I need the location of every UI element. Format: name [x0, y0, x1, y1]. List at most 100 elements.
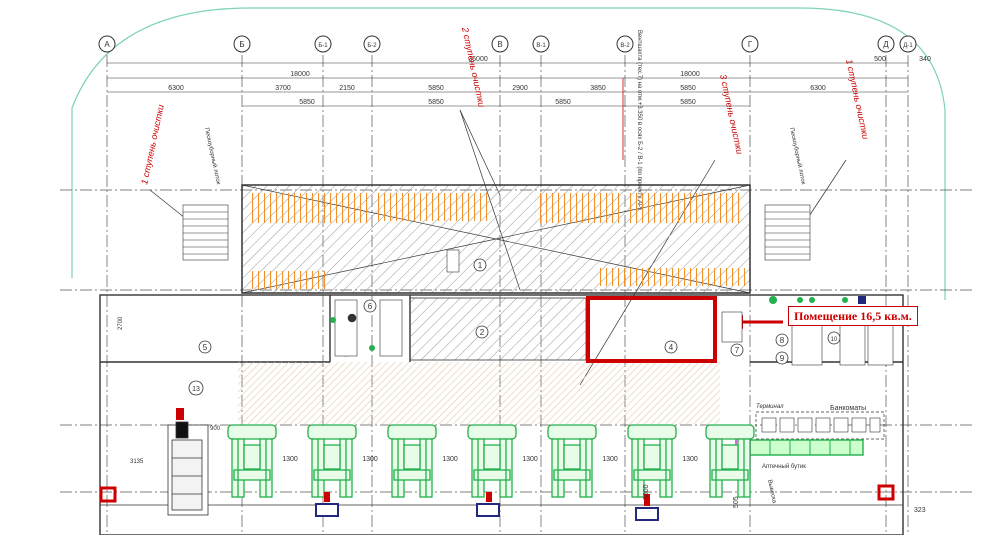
column-markers — [99, 484, 895, 503]
treatment-tank: 1 — [241, 184, 751, 294]
dim-half-left: 18000 — [290, 71, 310, 78]
room-2-marker: 2 — [475, 325, 489, 339]
stairs-left — [182, 204, 229, 261]
axis-label: В-2 — [620, 43, 630, 49]
dim-label: 6300 — [810, 85, 826, 92]
dim-half-right: 18000 — [680, 71, 700, 78]
axis-marker-b1: Б-1 — [314, 35, 332, 53]
dim-label: 5850 — [299, 99, 315, 106]
restroom-fixtures — [330, 299, 403, 357]
room-label: 4 — [669, 343, 674, 352]
label-vyveska: Вывеска — [766, 479, 777, 504]
axis-label: Г — [748, 40, 753, 49]
floor-drains — [315, 503, 659, 521]
dim-label: 340 — [919, 56, 931, 63]
annotation-sand-right: Пескоуборный лоток — [788, 127, 807, 185]
room-label: 13 — [192, 386, 200, 393]
dim-label: 2150 — [339, 85, 355, 92]
dim-label: 6300 — [168, 85, 184, 92]
axis-marker-a: А — [98, 35, 116, 53]
dimension-lines — [107, 62, 908, 107]
dim-right-bottom: 323 — [914, 507, 926, 514]
wash-bay — [227, 424, 277, 498]
room-5-marker: 5 — [198, 340, 212, 354]
drain-markers — [324, 492, 650, 506]
dim-label: 3700 — [275, 85, 291, 92]
beige-floor-area — [238, 362, 720, 424]
wash-bay — [387, 424, 437, 498]
wash-bay — [627, 424, 677, 498]
axis-label: Б-1 — [318, 43, 328, 49]
bay-dim: 1300 — [682, 456, 698, 463]
axis-label: В-1 — [536, 43, 546, 49]
site-outline — [71, 7, 946, 300]
axis-label: Б-2 — [367, 43, 377, 49]
label-terminal: Терминал — [756, 404, 784, 410]
axis-label: Д-1 — [903, 43, 913, 49]
axis-marker-d1: Д-1 — [899, 35, 917, 53]
room-label: 8 — [780, 336, 785, 345]
room-6-marker: 6 — [363, 299, 377, 313]
dim-label: 2900 — [512, 85, 528, 92]
room-label: 9 — [780, 354, 785, 363]
pharmacy-kiosk: Аптечный бутик Вывеска — [735, 437, 864, 504]
axis-markers: А Б Б-1 Б-2 В В-1 В-2 Г Д Д-1 — [98, 35, 917, 53]
axis-label: Б — [239, 40, 244, 49]
axis-marker-v2: В-2 — [616, 35, 634, 53]
annotation-sand-left: Пескоуборный лоток — [203, 127, 222, 185]
room-label: 6 — [368, 302, 373, 311]
annotation-cleaning-2: 2 ступень очистки — [460, 25, 487, 108]
dim-label: 3850 — [590, 85, 606, 92]
wash-bay — [547, 424, 597, 498]
wash-bay — [307, 424, 357, 498]
dim-label: 500 — [874, 56, 886, 63]
bay-dim: 1300 — [602, 456, 618, 463]
dim-label: 5850 — [680, 85, 696, 92]
label-apt-butik: Аптечный бутик — [762, 463, 806, 470]
dim-bottom-b: 505 — [733, 496, 740, 508]
axis-label: В — [497, 40, 502, 49]
room-7-marker: 7 — [730, 343, 744, 357]
room-label: 1 — [478, 261, 483, 270]
stairs-right — [764, 204, 811, 261]
room-2-floor — [409, 297, 587, 361]
room-8-marker: 8 — [775, 333, 789, 347]
bay-dim: 1300 — [362, 456, 378, 463]
room-label: 7 — [735, 346, 740, 355]
dim-label: 5850 — [428, 85, 444, 92]
axis-label: А — [104, 40, 110, 49]
axis-marker-b2: Б-2 — [363, 35, 381, 53]
axis-label: Д — [883, 40, 889, 49]
annotation-vent-note: Вентшахта (тех.7) на отм.+3.350 в осях Б… — [636, 30, 642, 210]
annotation-cleaning-1-right: 1 ступень очистки — [844, 58, 871, 140]
label-bankomaty: Банкоматы — [830, 405, 866, 412]
equipment-rack — [167, 408, 209, 516]
room-label: 10 — [831, 337, 838, 343]
dim-label: 5850 — [555, 99, 571, 106]
dim-left-height: 2700 — [118, 316, 124, 330]
axis-marker-d: Д — [877, 35, 895, 53]
room-callout: Помещение 16,5 кв.м. — [788, 306, 918, 326]
dim-left-small: 900 — [210, 426, 221, 432]
bay-dim: 1300 — [282, 456, 298, 463]
room-9-marker: 9 — [775, 351, 789, 365]
dim-label: 5850 — [680, 99, 696, 106]
room-10-marker: 10 — [827, 331, 841, 345]
atm-bank-area: Банкоматы Терминал — [755, 404, 885, 440]
bay-dim: 1300 — [442, 456, 458, 463]
room-4-marker: 4 — [664, 340, 678, 354]
axis-marker-g: Г — [741, 35, 759, 53]
room-label: 2 — [480, 328, 485, 337]
dim-left-lower: 3135 — [130, 459, 144, 465]
bay-dim: 1300 — [522, 456, 538, 463]
dim-overall: 36000 — [468, 56, 488, 63]
car-wash-bays — [227, 424, 755, 498]
room-4-highlight — [586, 296, 717, 363]
dim-label: 5850 — [428, 99, 444, 106]
axis-marker-v: В — [491, 35, 509, 53]
wash-bay — [705, 424, 755, 498]
axis-marker-v1: В-1 — [532, 35, 550, 53]
annotation-cleaning-3: 3 ступень очистки — [718, 73, 745, 155]
annotation-cleaning-1-left: 1 ступень очистки — [139, 104, 166, 186]
